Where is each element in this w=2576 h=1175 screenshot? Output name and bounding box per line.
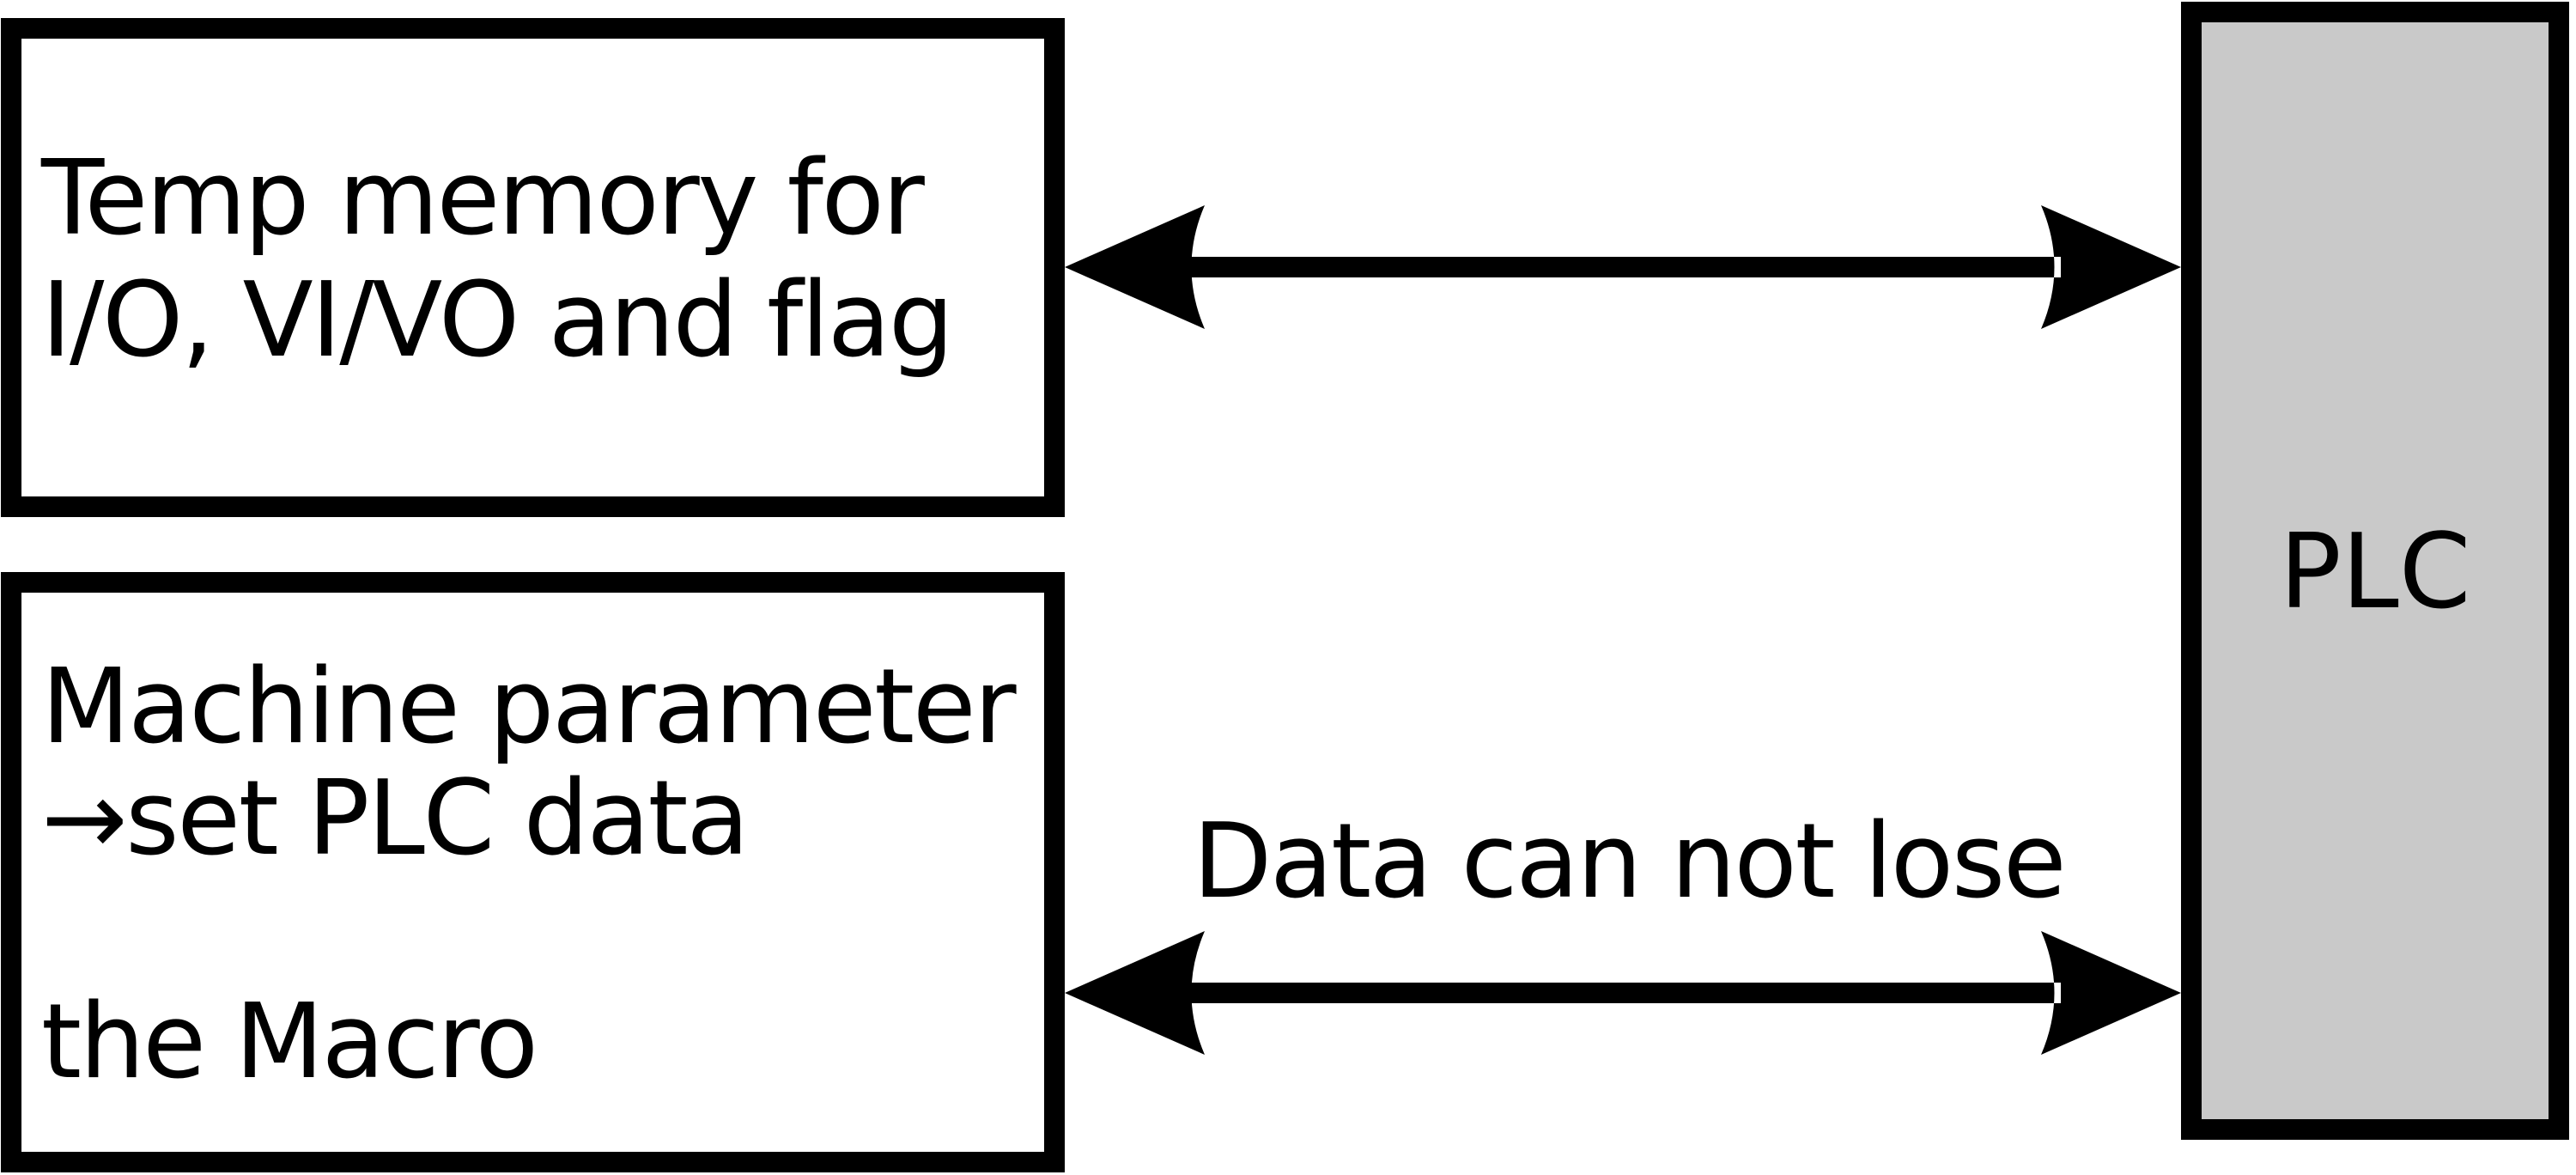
plc-box-label: PLC — [2279, 513, 2471, 632]
double-arrow-bottom-icon — [1065, 931, 2181, 1055]
plc-box — [2181, 2, 2569, 1140]
machine-parameter-box — [1, 572, 1065, 1172]
temp-memory-box-label: Temp memory for I/O, VI/VO and flag — [41, 139, 954, 381]
double-arrow-top-icon — [1065, 205, 2181, 329]
machine-parameter-box-label: Machine parameter →set PLC data the Macr… — [41, 648, 1017, 1102]
data-can-not-lose-label: Data can not lose — [1193, 802, 2067, 922]
temp-memory-box — [1, 18, 1065, 517]
